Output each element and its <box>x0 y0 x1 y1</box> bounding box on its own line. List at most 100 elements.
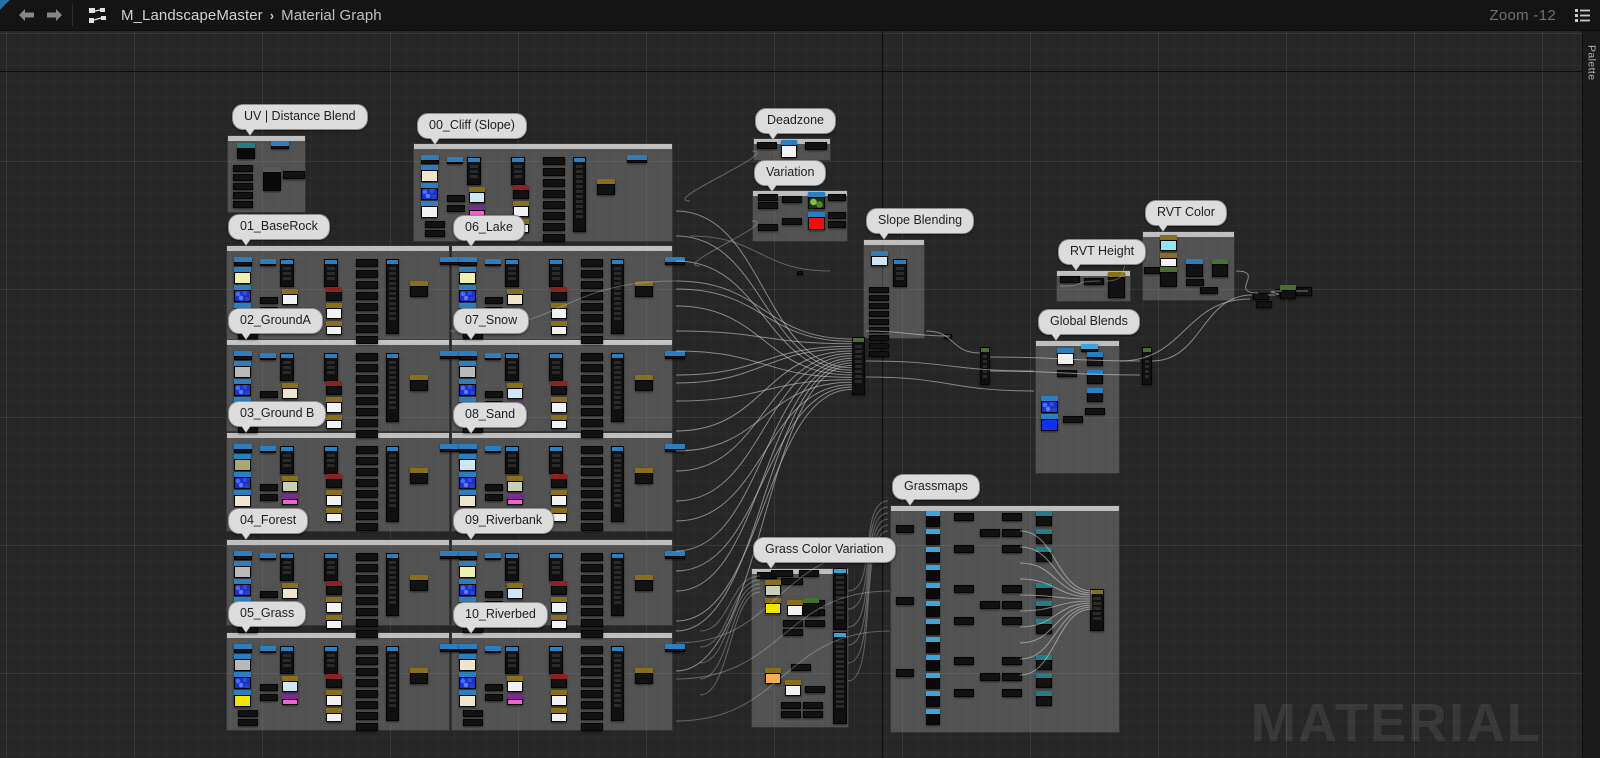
material-node[interactable] <box>926 709 940 725</box>
node-header[interactable] <box>665 257 685 262</box>
node-header[interactable] <box>1036 673 1052 678</box>
node-header[interactable] <box>459 444 477 449</box>
node-header[interactable] <box>459 397 476 402</box>
material-node-compact[interactable] <box>356 564 378 572</box>
material-node[interactable] <box>459 361 476 378</box>
node-header[interactable] <box>459 551 477 556</box>
material-node-compact[interactable] <box>799 570 819 577</box>
comment-box-titlebar[interactable] <box>1036 341 1119 346</box>
material-node-compact[interactable] <box>485 484 503 491</box>
node-header[interactable] <box>926 619 940 624</box>
material-node-multiport[interactable] <box>280 446 294 474</box>
material-node-multiport[interactable] <box>280 646 294 674</box>
material-node[interactable] <box>926 691 940 707</box>
node-header[interactable] <box>926 637 940 642</box>
material-node[interactable] <box>665 551 685 559</box>
comment-label-global_blends[interactable]: Global Blends <box>1038 309 1140 335</box>
node-header[interactable] <box>459 654 476 659</box>
node-header[interactable] <box>234 472 251 477</box>
comment-box-titlebar[interactable] <box>452 433 672 438</box>
material-node-multiport[interactable] <box>386 446 399 522</box>
material-node-compact[interactable] <box>1002 617 1022 625</box>
material-node[interactable] <box>234 351 252 360</box>
material-node[interactable] <box>234 672 251 689</box>
node-header[interactable] <box>1036 511 1052 516</box>
material-node[interactable] <box>926 511 940 527</box>
material-node-compact[interactable] <box>758 194 778 201</box>
material-node-compact[interactable] <box>828 221 846 228</box>
material-node-compact[interactable] <box>581 468 603 476</box>
node-header[interactable] <box>926 709 940 714</box>
material-node[interactable] <box>926 619 940 635</box>
material-node[interactable] <box>926 583 940 599</box>
node-header[interactable] <box>234 490 251 495</box>
node-header[interactable] <box>326 674 342 679</box>
material-node-compact[interactable] <box>543 190 565 198</box>
material-node-compact[interactable] <box>581 646 603 654</box>
material-node[interactable] <box>459 579 476 596</box>
material-node-compact[interactable] <box>954 689 974 697</box>
material-node-compact[interactable] <box>356 386 378 394</box>
material-node[interactable] <box>485 353 501 360</box>
material-node[interactable] <box>635 468 653 484</box>
material-node[interactable] <box>260 646 276 653</box>
material-node[interactable] <box>551 303 567 319</box>
material-node-compact[interactable] <box>869 335 889 341</box>
material-node-multiport[interactable] <box>549 446 563 474</box>
material-node-multiport[interactable] <box>505 646 519 674</box>
node-header[interactable] <box>237 143 255 148</box>
material-node-compact[interactable] <box>260 694 278 701</box>
material-node[interactable] <box>260 446 276 453</box>
material-node[interactable] <box>781 140 797 158</box>
material-node[interactable] <box>787 600 803 616</box>
material-node-compact[interactable] <box>896 669 914 677</box>
material-node-compact[interactable] <box>805 142 827 150</box>
node-header[interactable] <box>513 201 529 206</box>
material-node[interactable] <box>440 644 460 652</box>
material-node[interactable] <box>234 561 251 578</box>
node-header[interactable] <box>459 490 476 495</box>
node-header[interactable] <box>459 561 476 566</box>
material-node-compact[interactable] <box>980 673 1000 681</box>
material-node-compact[interactable] <box>543 168 565 176</box>
comment-label-riverbed[interactable]: 10_Riverbed <box>453 602 548 628</box>
material-node[interactable] <box>447 157 463 164</box>
material-node[interactable] <box>665 644 685 652</box>
node-header[interactable] <box>551 490 567 495</box>
material-node[interactable] <box>421 183 438 200</box>
material-node[interactable] <box>326 287 342 301</box>
node-header[interactable] <box>282 583 298 588</box>
material-node-multiport[interactable] <box>324 446 338 474</box>
material-node-compact[interactable] <box>581 619 603 627</box>
material-node[interactable] <box>234 257 252 266</box>
node-header[interactable] <box>459 672 476 677</box>
material-node[interactable] <box>665 351 685 359</box>
node-header[interactable] <box>612 447 623 451</box>
node-header[interactable] <box>459 303 476 308</box>
material-node-compact[interactable] <box>781 711 801 718</box>
material-node-compact[interactable] <box>543 234 565 242</box>
node-header[interactable] <box>459 257 477 262</box>
material-node[interactable] <box>234 644 252 653</box>
material-node[interactable] <box>459 285 476 302</box>
comment-box-titlebar[interactable] <box>452 633 672 638</box>
material-node-compact[interactable] <box>356 723 378 731</box>
node-header[interactable] <box>282 476 298 481</box>
material-node[interactable] <box>282 694 298 705</box>
material-node[interactable] <box>1186 259 1203 277</box>
material-node-compact[interactable] <box>869 351 889 357</box>
node-header[interactable] <box>459 285 476 290</box>
material-node-compact[interactable] <box>758 202 778 209</box>
node-header[interactable] <box>551 508 567 513</box>
material-node-compact[interactable] <box>233 192 253 199</box>
material-node-compact[interactable] <box>447 205 465 212</box>
node-header[interactable] <box>234 644 252 649</box>
node-header[interactable] <box>551 381 567 386</box>
material-node[interactable] <box>282 583 298 599</box>
material-node[interactable] <box>282 383 298 399</box>
node-header[interactable] <box>234 654 251 659</box>
node-header[interactable] <box>469 187 485 192</box>
node-header[interactable] <box>635 668 653 673</box>
node-header[interactable] <box>282 676 298 681</box>
material-node[interactable] <box>326 597 342 613</box>
